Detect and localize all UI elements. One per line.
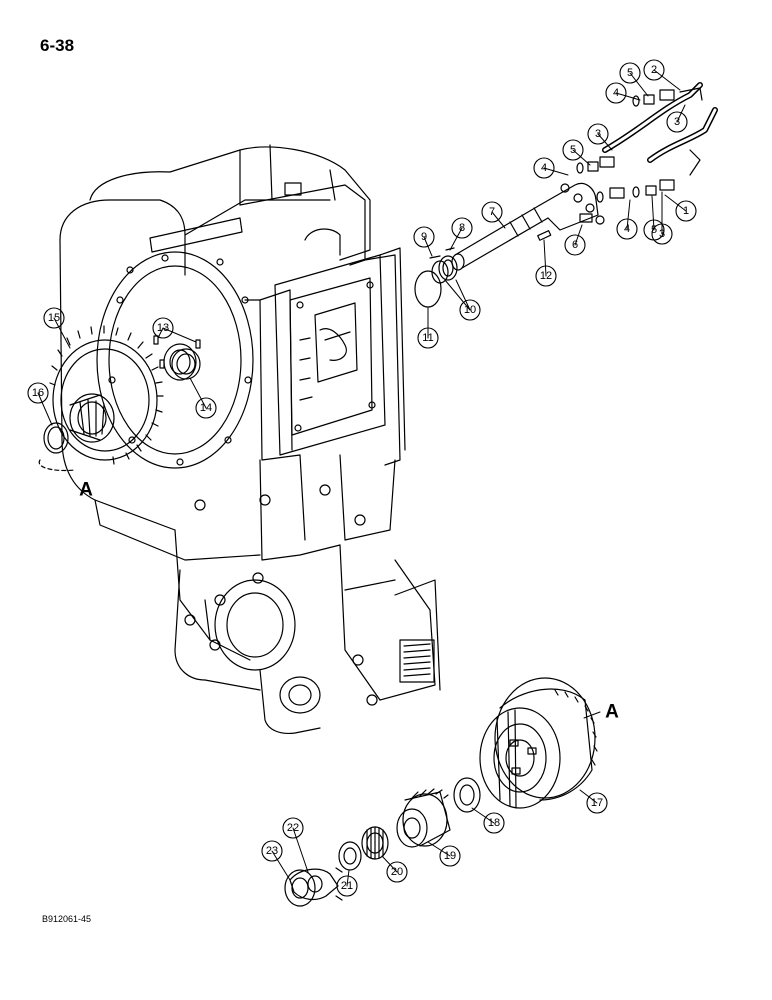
clutch-drum-assembly [479,677,598,809]
callout-4c: 4 [624,223,630,235]
callout-4a: 4 [613,87,619,99]
callout-22: 22 [287,822,299,834]
callout-16: 16 [32,387,44,399]
callout-bubbles [27,59,697,897]
callout-8: 8 [459,222,465,234]
callout-5c: 5 [651,224,657,236]
hose-assembly [576,82,718,203]
leader-lines [37,69,687,887]
pinion-gear [396,788,451,848]
callout-3b: 3 [595,128,601,140]
callout-21: 21 [341,880,353,892]
callout-3a: 3 [674,116,680,128]
callout-15: 15 [48,312,60,324]
view-letter-a-left: A [79,480,93,501]
page-number: 6-38 [40,36,75,55]
callout-5b: 5 [570,144,576,156]
callout-9: 9 [421,231,427,243]
valve-shaft-assembly [414,182,605,308]
callout-23: 23 [266,845,278,857]
callout-20: 20 [391,866,403,878]
drive-gear-assembly [38,325,164,472]
callout-13: 13 [157,322,169,334]
callout-4b: 4 [541,162,547,174]
callout-17: 17 [591,797,603,809]
callout-1: 1 [683,205,689,217]
callout-numbers: 1 2 3 3 3 4 4 4 5 5 5 6 7 8 9 10 11 12 1… [32,64,689,892]
callout-5a: 5 [627,67,633,79]
view-letter-a-right: A [605,702,619,723]
callout-7: 7 [489,206,495,218]
callout-11: 11 [422,332,433,344]
callout-3c: 3 [659,228,665,240]
transmission-housing [59,144,441,735]
callout-18: 18 [488,817,500,829]
callout-14: 14 [200,402,212,414]
figure-id: B912061-45 [42,914,92,924]
callout-6: 6 [572,239,578,251]
callout-12: 12 [540,270,552,282]
callout-2: 2 [651,64,657,76]
callout-10: 10 [464,304,476,316]
callout-19: 19 [444,850,456,862]
